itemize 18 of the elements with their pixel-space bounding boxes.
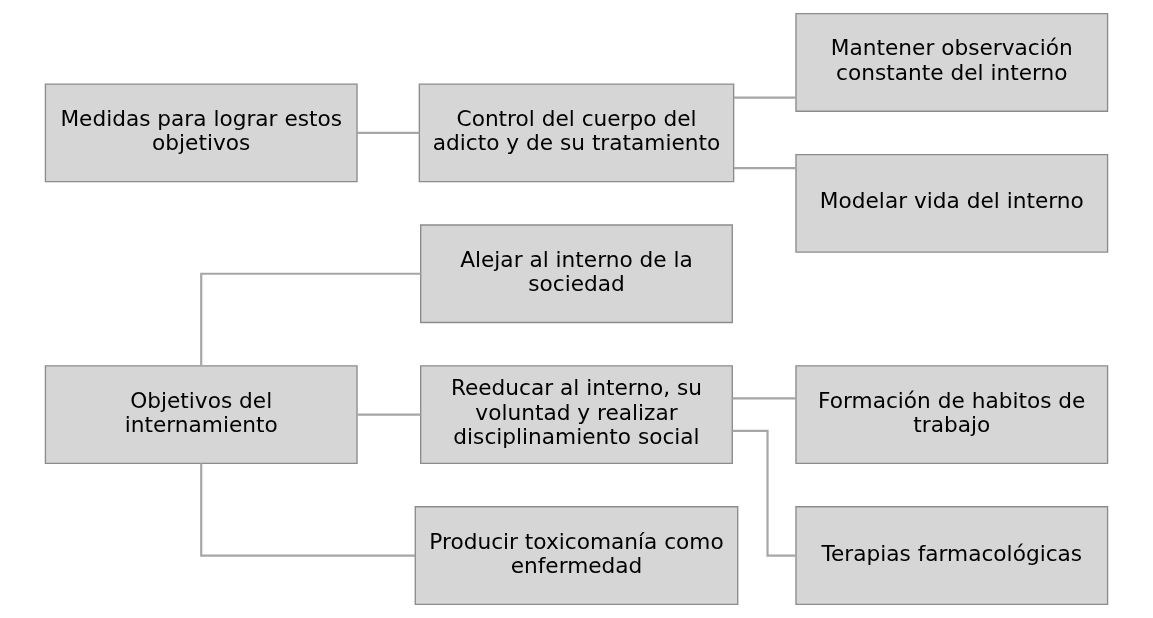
node-box: Formación de habitos de trabajo <box>795 365 1109 465</box>
node-box: Objetivos del internamiento <box>44 365 358 465</box>
connector <box>734 96 796 99</box>
node-box: Producir toxicomanía como enfermedad <box>414 506 739 606</box>
node-box: Mantener observación constante del interno <box>795 12 1109 112</box>
connector <box>200 272 421 366</box>
connector <box>357 131 420 134</box>
node-box: Alejar al interno de la sociedad <box>420 224 733 324</box>
node-box: Terapias farmacológicas <box>795 506 1109 606</box>
node-box: Medidas para lograr estos objetivos <box>44 83 358 183</box>
node-box: Reeducar al interno, su voluntad y realizar disciplinamiento social <box>420 365 733 465</box>
connector <box>734 167 796 170</box>
connector <box>357 413 421 416</box>
connector <box>732 397 796 400</box>
node-box: Modelar vida del interno <box>795 153 1109 253</box>
node-box: Control del cuerpo del adicto y de su tratamiento <box>418 83 735 183</box>
connector <box>732 429 796 557</box>
connector <box>200 463 416 557</box>
